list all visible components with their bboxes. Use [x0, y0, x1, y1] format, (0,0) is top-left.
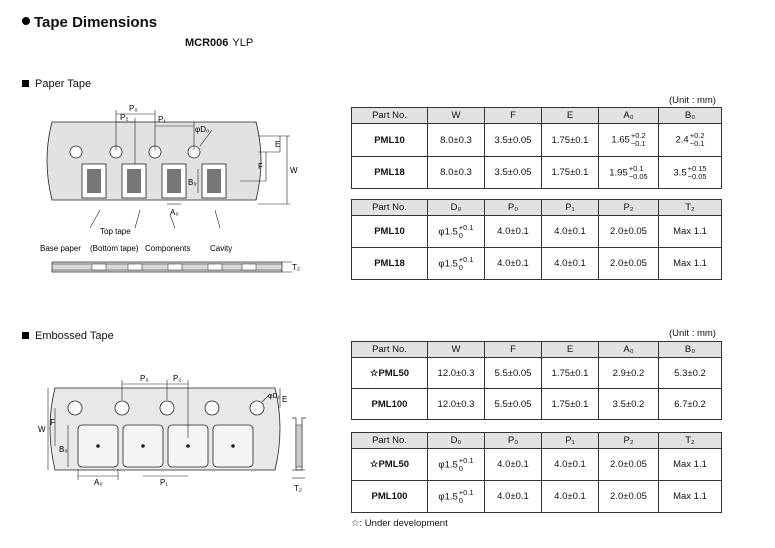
header-cell: E — [541, 107, 599, 124]
sprocket-hole — [159, 400, 175, 416]
label-t2: T₂ — [294, 484, 302, 493]
header-cell: F — [484, 341, 542, 358]
label-d0: φD₀ — [268, 393, 281, 400]
label-e: E — [275, 140, 280, 149]
embossed-table-1: Part No. W F E A₀ B₀ ☆PML50 12.0±0.3 5.5… — [351, 341, 722, 420]
header-cell: W — [427, 107, 485, 124]
label-f: F — [258, 162, 263, 171]
label-b0: B₀ — [59, 445, 68, 454]
header-cell: A₀ — [598, 341, 659, 358]
header-cell: T₂ — [658, 432, 722, 449]
label-e: E — [282, 395, 287, 404]
header-cell: P₂ — [598, 432, 659, 449]
label-p0: P₀ — [140, 374, 149, 383]
header-cell: Part No. — [351, 432, 428, 449]
sprocket-hole — [67, 400, 83, 416]
unit-note: (Unit : mm) — [669, 328, 716, 339]
paper-tape-diagram: P₀ P₂ P₁ φD₀ E F W B₀ A₀ Top tape Base p… — [40, 104, 300, 273]
table-row: PML10 8.0±0.3 3.5±0.05 1.75±0.1 1.65+0.2… — [351, 123, 722, 157]
label-components: Components — [145, 244, 190, 253]
header-cell: D₀ — [427, 199, 485, 216]
component — [87, 169, 101, 193]
section-paper-tape: Paper Tape — [22, 78, 91, 90]
header-cell: P₂ — [598, 199, 659, 216]
label-t2: T₂ — [292, 263, 300, 272]
embossed-tape-diagram: P₀ P₂ P₁ φD₀ E F W B₀ A₀ T₂ — [38, 374, 306, 493]
square-bullet-icon — [22, 79, 29, 87]
page-title: Tape Dimensions — [22, 14, 157, 31]
label-p2: P₂ — [120, 113, 128, 122]
tape-cross-section — [51, 261, 283, 273]
header-cell: Part No. — [351, 341, 428, 358]
header-cell: P₀ — [484, 199, 542, 216]
section-embossed-tape: Embossed Tape — [22, 330, 114, 342]
header-cell: B₀ — [658, 341, 722, 358]
header-cell: Part No. — [351, 199, 428, 216]
label-base-paper: Base paper — [40, 244, 81, 253]
table-row: PML18 8.0±0.3 3.5±0.05 1.75±0.1 1.95+0.1… — [351, 156, 722, 189]
header-cell: T₂ — [658, 199, 722, 216]
component — [127, 169, 141, 193]
sprocket-hole — [114, 400, 130, 416]
sprocket-hole — [69, 145, 83, 159]
label-p2: P₂ — [173, 374, 181, 383]
unit-note: (Unit : mm) — [669, 95, 716, 106]
component — [207, 169, 221, 193]
header-cell: D₀ — [427, 432, 485, 449]
tape-side-profile — [292, 417, 306, 471]
table-row: PML100 12.0±0.3 5.5±0.05 1.75±0.1 3.5±0.… — [351, 388, 722, 420]
label-bottom-tape: (Bottom tape) — [90, 244, 139, 253]
paper-table-1: Part No. W F E A₀ B₀ PML10 8.0±0.3 3.5±0… — [351, 107, 722, 189]
label-w: W — [38, 425, 46, 434]
component — [167, 169, 181, 193]
square-bullet-icon — [22, 331, 29, 339]
header-cell: P₁ — [541, 432, 599, 449]
table-row: ☆PML50 12.0±0.3 5.5±0.05 1.75±0.1 2.9±0.… — [351, 357, 722, 389]
header-cell: P₁ — [541, 199, 599, 216]
header-cell: Part No. — [351, 107, 428, 124]
bullet-icon — [22, 17, 30, 26]
label-cavity: Cavity — [210, 244, 232, 253]
label-a0: A₀ — [170, 208, 179, 217]
paper-tape-body — [46, 121, 262, 201]
sprocket-hole — [249, 400, 265, 416]
label-f: F — [50, 418, 55, 427]
label-w: W — [290, 166, 298, 175]
label-p1: P₁ — [158, 115, 166, 124]
header-cell: F — [484, 107, 542, 124]
header-cell: A₀ — [598, 107, 659, 124]
header-cell: E — [541, 341, 599, 358]
header-cell: P₀ — [484, 432, 542, 449]
label-p0: P₀ — [129, 104, 138, 113]
header-cell: W — [427, 341, 485, 358]
label-d0: φD₀ — [195, 125, 209, 134]
label-a0: A₀ — [94, 478, 103, 487]
label-b0: B₀ — [188, 178, 197, 187]
sprocket-hole — [204, 400, 220, 416]
development-note: ☆: Under development — [351, 518, 448, 529]
header-cell: B₀ — [658, 107, 722, 124]
label-top-tape: Top tape — [100, 227, 131, 236]
label-p1: P₁ — [160, 478, 168, 487]
